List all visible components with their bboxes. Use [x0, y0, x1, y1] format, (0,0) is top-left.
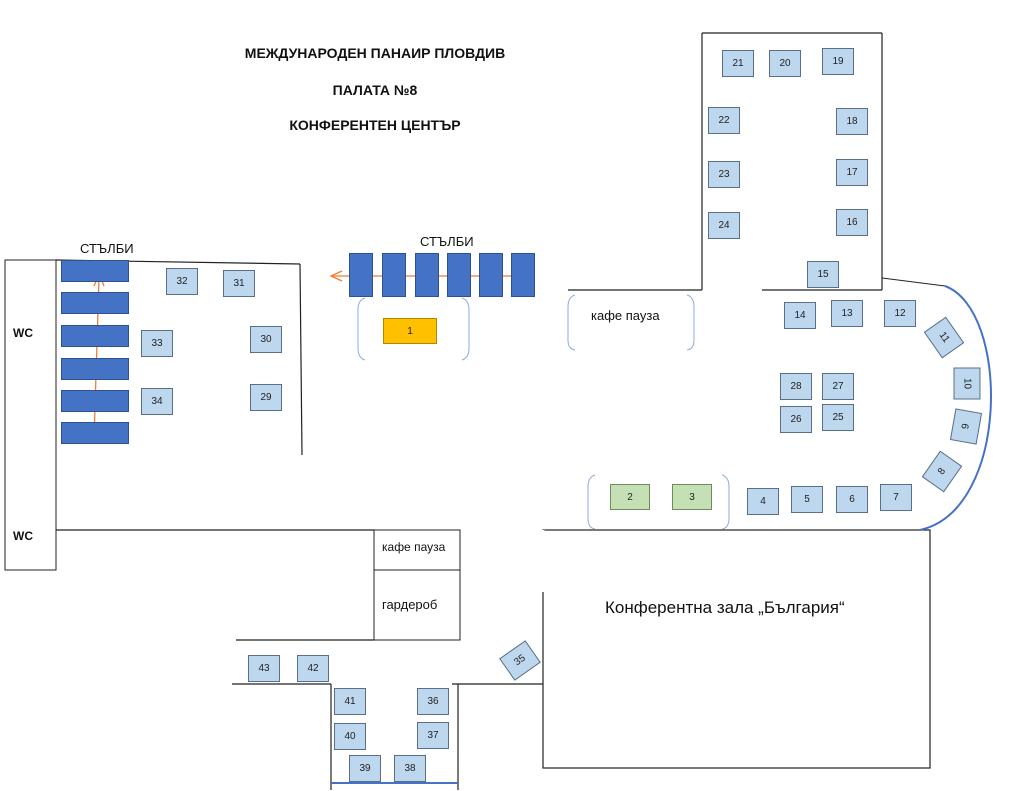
- booth-12[interactable]: 12: [884, 300, 916, 327]
- seating-row: [61, 325, 129, 347]
- title-hall: ПАЛАТА №8: [332, 82, 418, 98]
- coffee-break-label-top: кафе пауза: [591, 308, 660, 323]
- booth-6[interactable]: 6: [836, 486, 868, 513]
- chairs-label-left: СТЪЛБИ: [80, 241, 134, 256]
- booth-19[interactable]: 19: [822, 48, 854, 75]
- booth-28[interactable]: 28: [780, 373, 812, 400]
- booth-14[interactable]: 14: [784, 302, 816, 329]
- booth-42[interactable]: 42: [297, 655, 329, 682]
- coffee-zone: [567, 294, 695, 351]
- booth-39[interactable]: 39: [349, 755, 381, 782]
- seating-column: [349, 253, 373, 297]
- booth-27[interactable]: 27: [822, 373, 854, 400]
- wall: [299, 263, 303, 456]
- arrowhead: [329, 270, 343, 282]
- booth-7[interactable]: 7: [880, 484, 912, 511]
- booth-3[interactable]: 3: [672, 484, 712, 510]
- wc-label-top: WC: [13, 326, 33, 340]
- title-center: КОНФЕРЕНТЕН ЦЕНТЪР: [289, 117, 461, 133]
- booth-15[interactable]: 15: [807, 261, 839, 288]
- coffee-break-label-bottom: кафе пауза: [382, 540, 446, 554]
- booth-30[interactable]: 30: [250, 326, 282, 353]
- seating-column: [415, 253, 439, 297]
- booth-18[interactable]: 18: [836, 108, 868, 135]
- wall: [881, 277, 946, 287]
- booth-31[interactable]: 31: [223, 270, 255, 297]
- booth-41[interactable]: 41: [334, 688, 366, 715]
- conference-hall-label: Конферентна зала „България“: [605, 598, 845, 617]
- booth-17[interactable]: 17: [836, 159, 868, 186]
- booth-10[interactable]: 10: [953, 367, 981, 400]
- booth-13[interactable]: 13: [831, 300, 863, 327]
- seating-row: [61, 260, 129, 282]
- booth-2[interactable]: 2: [610, 484, 650, 510]
- seating-column: [447, 253, 471, 297]
- booth-36[interactable]: 36: [417, 688, 449, 715]
- booth-33[interactable]: 33: [141, 330, 173, 357]
- seating-row: [61, 422, 129, 444]
- green-zone: [587, 474, 730, 530]
- booth-4[interactable]: 4: [747, 488, 779, 515]
- cloakroom-label: гардероб: [382, 597, 438, 612]
- conference-hall-room: [542, 529, 931, 769]
- seating-column: [511, 253, 535, 297]
- booth-25[interactable]: 25: [822, 404, 854, 431]
- booth-16[interactable]: 16: [836, 209, 868, 236]
- wc-block: [4, 259, 57, 571]
- booth-29[interactable]: 29: [250, 384, 282, 411]
- booth-37[interactable]: 37: [417, 722, 449, 749]
- seating-row: [61, 292, 129, 314]
- booth1-zone: [357, 297, 470, 361]
- coffee-cloak-box: [373, 529, 461, 641]
- booth-21[interactable]: 21: [722, 50, 754, 77]
- title-fair: МЕЖДУНАРОДЕН ПАНАИР ПЛОВДИВ: [244, 45, 506, 61]
- booth-23[interactable]: 23: [708, 161, 740, 188]
- seating-column: [479, 253, 503, 297]
- booth-20[interactable]: 20: [769, 50, 801, 77]
- booth-24[interactable]: 24: [708, 212, 740, 239]
- booth-9[interactable]: 9: [949, 408, 983, 445]
- booth-43[interactable]: 43: [248, 655, 280, 682]
- booth-40[interactable]: 40: [334, 723, 366, 750]
- wc-label-bottom: WC: [13, 529, 33, 543]
- booth-5[interactable]: 5: [791, 486, 823, 513]
- seating-column: [382, 253, 406, 297]
- curved-wall: [919, 285, 992, 531]
- booth-32[interactable]: 32: [166, 268, 198, 295]
- booth-22[interactable]: 22: [708, 107, 740, 134]
- chairs-label-center: СТЪЛБИ: [420, 234, 474, 249]
- booth-34[interactable]: 34: [141, 388, 173, 415]
- booth-1[interactable]: 1: [383, 318, 437, 344]
- booth-38[interactable]: 38: [394, 755, 426, 782]
- booth-26[interactable]: 26: [780, 406, 812, 433]
- seating-row: [61, 390, 129, 412]
- seating-row: [61, 358, 129, 380]
